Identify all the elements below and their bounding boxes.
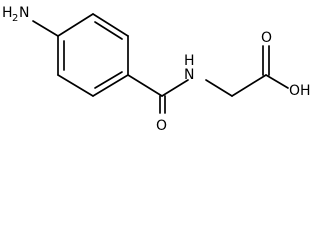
carbonyl-to-amide-n-bond [161,79,189,97]
amide-h-label: H [184,53,195,69]
carbonyl-o-label: O [156,118,167,134]
ring-bond-2 [92,13,129,37]
amide-nh-label: H N [184,53,195,83]
ring-to-carbonyl-bond [127,74,163,97]
ring-bond-5 [57,74,94,97]
benzene-ring [57,13,129,97]
ring-bond-1 [57,13,94,37]
carboxyl-to-oh-bond [265,74,289,89]
amide-n-label: N [184,67,194,83]
ring-double-bond-2 [94,71,123,89]
amine-group-label: H 2 N [2,5,29,24]
amine-n-label: N [19,5,29,21]
amide-n-to-ch2-bond [205,79,233,97]
amine-subscript: 2 [12,13,18,24]
chemical-structure: H 2 N O H N O OH [2,5,311,134]
acid-oh-label: OH [289,83,311,99]
amine-bond [32,20,59,37]
ring-bond-4 [92,74,129,97]
acid-o-label: O [261,30,272,46]
ch2-to-carboxyl-bond [231,74,267,97]
ring-double-bond-1 [94,21,123,40]
amine-h-label: H [2,5,13,21]
